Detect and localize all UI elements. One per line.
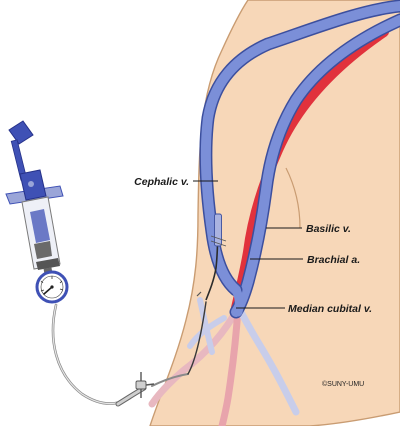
elbow-crease <box>285 167 301 229</box>
basilic-vein <box>229 13 400 319</box>
label-brachial-artery: Brachial a. <box>307 254 360 266</box>
pressure-gauge-icon <box>35 270 69 304</box>
cephalic-vein <box>199 0 400 297</box>
arm-skin <box>149 0 400 426</box>
catheter-icon <box>196 213 227 301</box>
copyright-credit: ©SUNY-UMU <box>322 380 364 388</box>
median-cubital-vein <box>231 285 244 317</box>
arm <box>149 0 400 426</box>
label-basilic-vein: Basilic v. <box>306 223 351 235</box>
leader-lines <box>193 180 303 309</box>
syringe-icon <box>5 120 64 275</box>
label-cephalic-vein: Cephalic v. <box>134 176 189 188</box>
stopcock-icon <box>115 372 155 407</box>
tubing <box>51 301 207 405</box>
label-median-cubital-vein: Median cubital v. <box>288 303 372 315</box>
forearm-vessels <box>148 297 300 426</box>
